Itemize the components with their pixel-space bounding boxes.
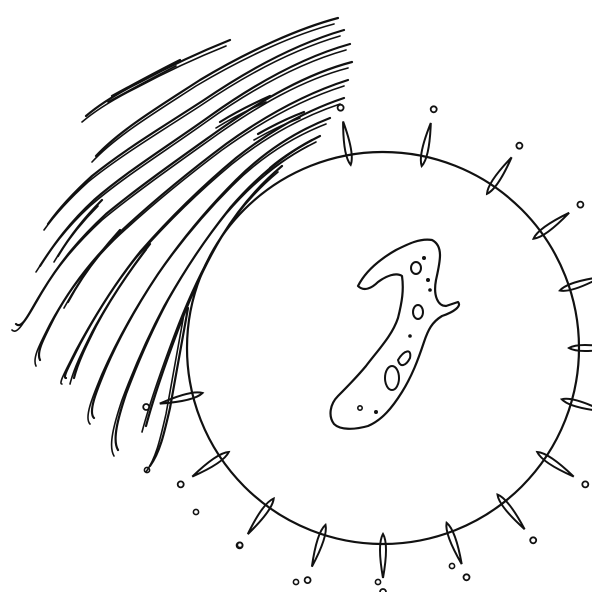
inner-body [331, 240, 460, 429]
small-dot [449, 563, 454, 568]
teardrop-projection [534, 213, 570, 239]
inner-dot [408, 334, 412, 338]
small-dot [338, 105, 344, 111]
teardrop-projection [192, 452, 229, 477]
teardrop-projection [560, 277, 592, 291]
fiber-strand [16, 62, 352, 325]
fibrous-strands [12, 18, 352, 472]
inner-dot [422, 256, 426, 260]
small-dot [178, 481, 184, 487]
small-dots [143, 105, 592, 592]
inner-body-outline [331, 240, 460, 429]
small-dot [305, 577, 311, 583]
inner-vesicle [411, 262, 421, 274]
small-dot [582, 481, 588, 487]
cell-outline [187, 152, 579, 544]
small-dot [193, 509, 198, 514]
small-dot [237, 542, 242, 547]
inner-dot [428, 288, 432, 292]
fiber-strand-edge [142, 172, 278, 432]
fiber-strand [270, 136, 320, 168]
teardrop-projection [160, 392, 203, 403]
fiber-strand-edge [146, 314, 184, 472]
teardrop-projection [380, 534, 386, 578]
teardrop-projection [569, 345, 592, 351]
small-dot [464, 574, 470, 580]
inner-dot [374, 410, 378, 414]
small-dot [143, 404, 149, 410]
inner-vesicle [413, 305, 423, 319]
inner-vesicle [398, 351, 410, 365]
teardrop-projection [248, 499, 274, 535]
teardrop-projection [487, 157, 512, 194]
inner-vesicle [385, 366, 399, 390]
small-dot [375, 579, 380, 584]
teardrop-projection [537, 452, 574, 477]
radiating-projections [160, 122, 592, 579]
inner-dot [358, 406, 362, 410]
teardrop-projection [421, 123, 431, 166]
teardrop-projection [562, 399, 592, 412]
small-dot [516, 143, 522, 149]
small-dot [431, 106, 437, 112]
inner-dot [426, 278, 430, 282]
fiber-strand [220, 96, 270, 122]
fiber-strand-edge [12, 68, 348, 331]
small-dot [577, 202, 583, 208]
teardrop-projection [498, 495, 525, 530]
small-dot [293, 579, 298, 584]
teardrop-projection [343, 122, 352, 165]
small-dot [530, 537, 536, 543]
